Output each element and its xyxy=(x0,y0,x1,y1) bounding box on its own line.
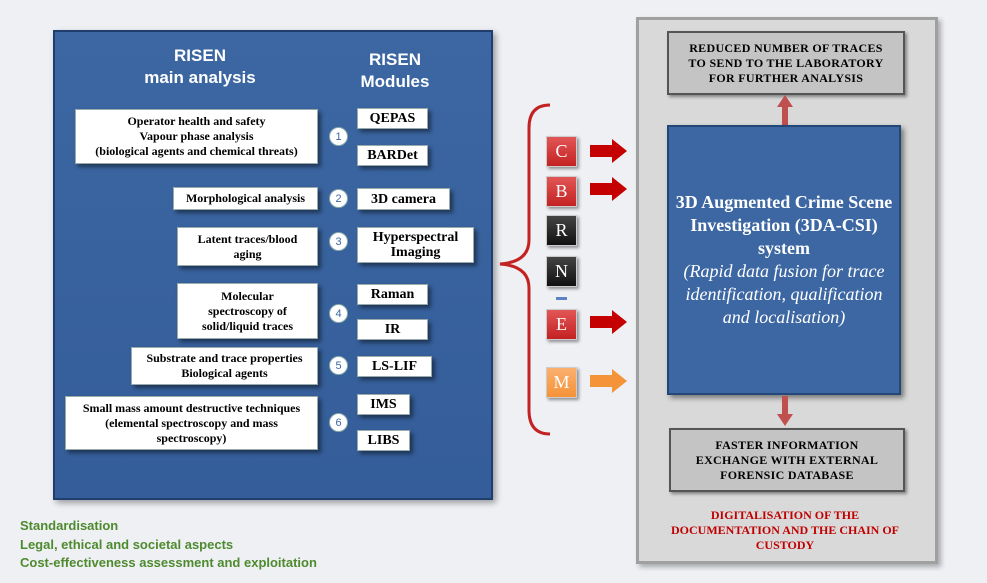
module-raman: Raman xyxy=(357,284,428,305)
letter-c: C xyxy=(546,136,577,167)
curly-brace xyxy=(499,103,551,436)
number-badge-5: 5 xyxy=(329,356,348,375)
number-badge-2: 2 xyxy=(329,189,348,208)
footer-legal-ethical: Legal, ethical and societal aspects xyxy=(20,537,234,552)
module-ls-lif: LS-LIF xyxy=(357,356,432,377)
analysis-box-4: Molecular spectroscopy of solid/liquid t… xyxy=(177,283,318,339)
letter-b: B xyxy=(546,176,577,207)
letter-e: E xyxy=(546,309,577,340)
arrow-up-icon xyxy=(777,95,793,125)
analysis-text: (elemental spectroscopy and mass xyxy=(105,415,278,430)
main-analysis-header-line1: RISEN xyxy=(174,46,226,65)
system-subtitle: (Rapid data fusion for trace identificat… xyxy=(683,261,885,327)
analysis-text: Small mass amount destructive techniques xyxy=(82,400,301,415)
box-text: FASTER INFORMATION xyxy=(715,437,859,452)
system-title: 3D Augmented Crime Scene Investigation (… xyxy=(675,192,893,258)
digitalisation-text: DIGITALISATION OF THE DOCUMENTATION AND … xyxy=(670,508,900,552)
box-text: REDUCED NUMBER OF TRACES xyxy=(689,40,883,55)
letter-n: N xyxy=(546,256,577,287)
analysis-text: Substrate and trace properties xyxy=(146,351,303,365)
arrow-right-icon xyxy=(590,310,627,334)
arrow-right-icon xyxy=(590,177,627,201)
analysis-text: (biological agents and chemical threats) xyxy=(95,144,298,158)
module-ims: IMS xyxy=(357,394,410,415)
analysis-text: spectroscopy) xyxy=(156,430,227,445)
reduced-traces-box: REDUCED NUMBER OF TRACES TO SEND TO THE … xyxy=(667,31,905,95)
analysis-text: Operator health and safety xyxy=(127,114,266,128)
box-text: FOR FURTHER ANALYSIS xyxy=(708,70,864,85)
module-qepas: QEPAS xyxy=(357,108,428,129)
analysis-text: solid/liquid traces xyxy=(201,318,293,333)
box-text: TO SEND TO THE LABORATORY xyxy=(688,55,884,70)
arrow-down-icon xyxy=(777,396,793,426)
3da-csi-system-box: 3D Augmented Crime Scene Investigation (… xyxy=(667,125,901,395)
number-badge-3: 3 xyxy=(329,232,348,251)
analysis-box-1: Operator health and safety Vapour phase … xyxy=(75,109,318,164)
analysis-box-3: Latent traces/blood aging xyxy=(177,227,318,266)
number-badge-6: 6 xyxy=(329,413,348,432)
number-badge-1: 1 xyxy=(329,127,348,146)
box-text: EXCHANGE WITH EXTERNAL xyxy=(695,452,879,467)
letter-r: R xyxy=(546,215,577,246)
main-analysis-header: RISEN main analysis xyxy=(120,45,280,89)
analysis-text: Biological agents xyxy=(181,366,268,380)
modules-header: RISEN Modules xyxy=(345,49,445,93)
analysis-text: aging xyxy=(233,246,262,261)
modules-header-line2: Modules xyxy=(360,72,430,91)
box-text: FORENSIC DATABASE xyxy=(720,467,854,482)
analysis-text: Vapour phase analysis xyxy=(139,129,254,143)
footer-cost-effectiveness: Cost-effectiveness assessment and exploi… xyxy=(20,555,317,570)
analysis-box-6: Small mass amount destructive techniques… xyxy=(65,396,318,450)
dash-separator xyxy=(556,297,567,300)
footer-standardisation: Standardisation xyxy=(20,518,119,533)
module-libs: LIBS xyxy=(357,430,410,451)
analysis-box-5: Substrate and trace properties Biologica… xyxy=(131,347,318,385)
analysis-text: spectroscopy of xyxy=(208,303,287,318)
main-analysis-header-line2: main analysis xyxy=(144,68,256,87)
modules-header-line1: RISEN xyxy=(369,50,421,69)
module-ir: IR xyxy=(357,319,428,340)
number-badge-4: 4 xyxy=(329,304,348,323)
module-bardet: BARDet xyxy=(357,145,428,166)
arrow-right-icon xyxy=(590,139,627,163)
module-3d-camera: 3D camera xyxy=(357,188,450,210)
letter-m: M xyxy=(546,367,577,398)
arrow-right-orange-icon xyxy=(590,369,627,393)
analysis-text: Latent traces/blood xyxy=(197,231,298,246)
faster-exchange-box: FASTER INFORMATION EXCHANGE WITH EXTERNA… xyxy=(669,428,905,492)
module-hyperspectral-imaging: Hyperspectral Imaging xyxy=(357,227,474,263)
analysis-box-2: Morphological analysis xyxy=(173,187,318,210)
analysis-text: Molecular xyxy=(221,288,274,303)
analysis-text: Morphological analysis xyxy=(185,191,305,205)
